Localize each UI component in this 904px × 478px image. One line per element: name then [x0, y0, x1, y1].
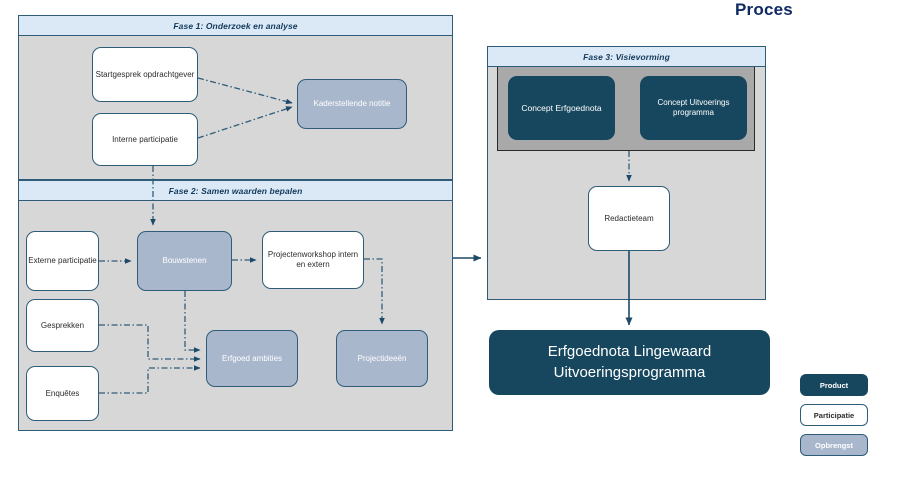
phase-header-fase2: Fase 2: Samen waarden bepalen [19, 181, 452, 201]
node-concept-erfgoednota[interactable]: Concept Erfgoednota [508, 76, 615, 140]
phase-header-fase1: Fase 1: Onderzoek en analyse [19, 16, 452, 36]
node-concept-uitvoeringsprogramma[interactable]: Concept Uitvoerings programma [640, 76, 747, 140]
final-output-line-1: Erfgoednota Lingewaard [547, 343, 712, 361]
node-kaderstellende-notitie[interactable]: Kaderstellende notitie [297, 79, 407, 129]
node-externe-participatie[interactable]: Externe participatie [26, 231, 99, 291]
node-startgesprek-opdrachtgever[interactable]: Startgesprek opdrachtgever [92, 47, 198, 102]
node-projectideeen[interactable]: Projectideeën [336, 330, 428, 387]
legend-item-product: Product [800, 374, 868, 396]
node-bouwstenen[interactable]: Bouwstenen [137, 231, 232, 291]
phase-header-fase3: Fase 3: Visievorming [488, 47, 765, 67]
node-redactieteam[interactable]: Redactieteam [588, 186, 670, 251]
node-enquetes[interactable]: Enquêtes [26, 366, 99, 421]
node-final-output[interactable]: Erfgoednota Lingewaard Uitvoeringsprogra… [489, 330, 770, 395]
node-erfgoed-ambities[interactable]: Erfgoed ambities [206, 330, 298, 387]
page-title: Proces [735, 0, 793, 19]
node-projectenworkshop[interactable]: Projectenworkshop intern en extern [262, 231, 364, 289]
node-interne-participatie[interactable]: Interne participatie [92, 113, 198, 166]
final-output-line-2: Uitvoeringsprogramma [553, 363, 706, 381]
node-gesprekken[interactable]: Gesprekken [26, 299, 99, 352]
legend-item-participatie: Participatie [800, 404, 868, 426]
legend: Product Participatie Opbrengst [800, 374, 868, 464]
legend-item-opbrengst: Opbrengst [800, 434, 868, 456]
